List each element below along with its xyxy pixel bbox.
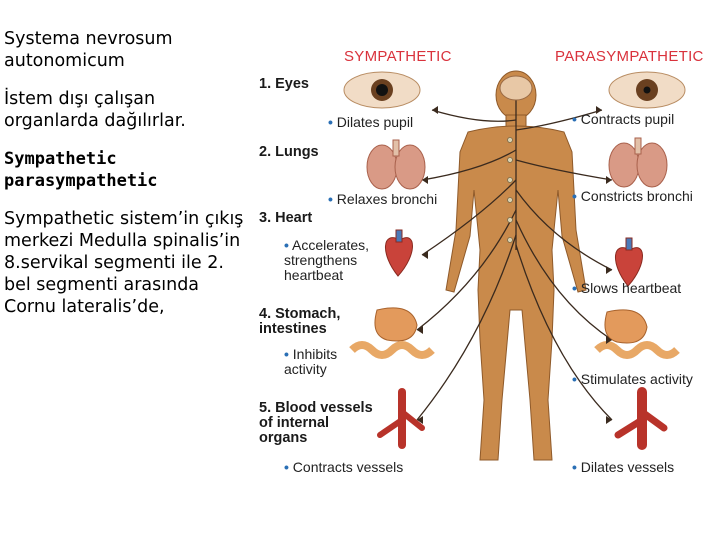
vessel-left-icon bbox=[377, 388, 425, 449]
sympathetic-header: SYMPATHETIC bbox=[344, 48, 452, 65]
lungs-left-icon bbox=[366, 139, 426, 190]
paragraph-title: Systema nevrosum autonomicum bbox=[4, 29, 173, 71]
nerve-arrowheads bbox=[417, 106, 612, 424]
effect-symp-heart: • Accelerates, strengthens heartbeat bbox=[284, 238, 384, 283]
paragraph-description: İstem dışı çalışan organlarda dağılırlar… bbox=[4, 89, 186, 131]
effect-para-heart: • Slows heartbeat bbox=[572, 281, 681, 296]
bullet-icon: • bbox=[328, 191, 333, 207]
stomach-left-icon bbox=[349, 307, 435, 359]
effect-para-lungs: • Constricts bronchi bbox=[572, 189, 693, 204]
organ-title-vessels: 5. Blood vessels of internal organs bbox=[259, 400, 373, 446]
effect-symp-lungs: • Relaxes bronchi bbox=[328, 192, 437, 207]
effect-text: Inhibits activity bbox=[284, 346, 338, 377]
bullet-icon: • bbox=[572, 459, 577, 475]
effect-text: Contracts pupil bbox=[580, 111, 675, 127]
effect-para-eyes: • Contracts pupil bbox=[572, 112, 674, 127]
effect-symp-stomach: • Inhibits activity bbox=[284, 347, 346, 377]
vessel-right-icon bbox=[614, 387, 668, 450]
organ-title-lungs: 2. Lungs bbox=[259, 144, 319, 160]
bullet-icon: • bbox=[572, 280, 577, 296]
organ-title-heart: 3. Heart bbox=[259, 210, 313, 226]
left-text-column: Systema nevrosum autonomicum İstem dışı … bbox=[4, 28, 244, 334]
bullet-icon: • bbox=[572, 371, 577, 387]
effect-text: Constricts bronchi bbox=[580, 188, 693, 204]
organ-title-stomach: 4. Stomach, intestines bbox=[259, 306, 341, 337]
bullet-icon: • bbox=[284, 237, 289, 253]
organ-title-eyes: 1. Eyes bbox=[259, 76, 309, 92]
bullet-icon: • bbox=[572, 111, 577, 127]
heart-right-icon bbox=[615, 237, 643, 287]
effect-text: Slows heartbeat bbox=[580, 280, 682, 296]
bullet-icon: • bbox=[328, 114, 333, 130]
parasympathetic-header: PARASYMPATHETIC bbox=[555, 48, 704, 65]
effect-text: Dilates pupil bbox=[336, 114, 414, 130]
stomach-right-icon bbox=[594, 309, 680, 359]
effect-text: Stimulates activity bbox=[580, 371, 693, 387]
ganglion-chain bbox=[507, 137, 513, 243]
anatomy-illustration bbox=[343, 70, 686, 461]
effect-text: Contracts vessels bbox=[292, 459, 404, 475]
effect-text: Dilates vessels bbox=[580, 459, 675, 475]
heart-left-icon bbox=[385, 229, 413, 277]
bullet-icon: • bbox=[284, 459, 289, 475]
eye-right-icon bbox=[608, 71, 686, 109]
paragraph-sympathetic-origin: Sympathetic sistem’in çıkış merkezi Medu… bbox=[4, 209, 244, 317]
effect-para-vessels: • Dilates vessels bbox=[572, 460, 674, 475]
effect-text: Accelerates, strengthens heartbeat bbox=[284, 237, 370, 283]
eye-left-icon bbox=[343, 71, 421, 109]
paragraph-divisions: Sympathetic parasympathetic bbox=[4, 149, 158, 191]
bullet-icon: • bbox=[572, 188, 577, 204]
brain-icon bbox=[499, 75, 533, 101]
lungs-right-icon bbox=[608, 137, 668, 188]
bullet-icon: • bbox=[284, 346, 289, 362]
effect-symp-eyes: • Dilates pupil bbox=[328, 115, 413, 130]
effect-para-stomach: • Stimulates activity bbox=[572, 372, 693, 387]
nerve-lines bbox=[416, 100, 613, 421]
effect-symp-vessels: • Contracts vessels bbox=[284, 460, 403, 475]
effect-text: Relaxes bronchi bbox=[336, 191, 438, 207]
autonomic-figure: SYMPATHETIC PARASYMPATHETIC 1. Eyes 2. L… bbox=[252, 40, 717, 480]
